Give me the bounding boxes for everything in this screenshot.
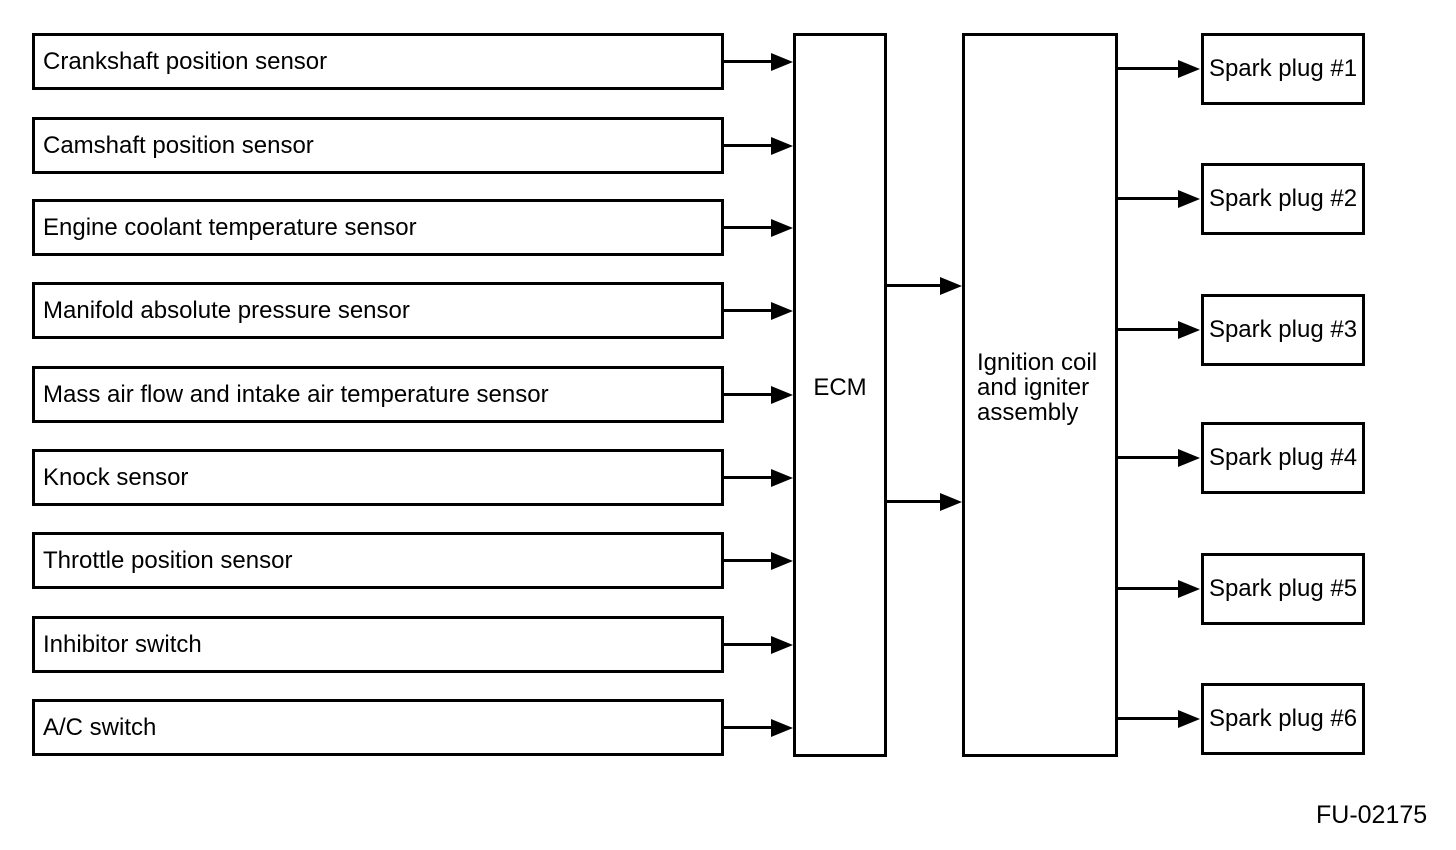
- ignition-assembly-label-line-3: assembly: [977, 398, 1079, 426]
- box-ecm: ECM: [793, 33, 887, 757]
- box-spark-plug-2: Spark plug #2: [1201, 163, 1365, 235]
- arrow-ignition-to-spark-plug-3: [1118, 320, 1200, 339]
- spark-plug-2-label: Spark plug #2: [1208, 185, 1358, 213]
- crankshaft-position-sensor-label: Crankshaft position sensor: [43, 47, 328, 75]
- throttle-position-sensor-label: Throttle position sensor: [43, 546, 293, 574]
- arrow-inhibitor-to-ecm: [724, 635, 793, 654]
- ignition-assembly-label-line-1: Ignition coil: [977, 348, 1098, 376]
- ignition-assembly-label-line-2: and igniter: [977, 373, 1090, 401]
- ignition-assembly-label: Ignition coil and igniter assembly: [977, 350, 1097, 425]
- ecm-label: ECM: [813, 374, 867, 402]
- arrow-throttle-to-ecm: [724, 551, 793, 570]
- ac-switch-label: A/C switch: [43, 713, 157, 741]
- spark-plug-5-label: Spark plug #5: [1208, 575, 1358, 603]
- arrow-ac-switch-to-ecm: [724, 718, 793, 737]
- camshaft-position-sensor-label: Camshaft position sensor: [43, 131, 314, 159]
- arrow-camshaft-to-ecm: [724, 136, 793, 155]
- engine-coolant-temperature-sensor-label: Engine coolant temperature sensor: [43, 213, 417, 241]
- inhibitor-switch-label: Inhibitor switch: [43, 630, 202, 658]
- box-camshaft-position-sensor: Camshaft position sensor: [32, 117, 724, 174]
- spark-plug-4-label: Spark plug #4: [1208, 444, 1358, 472]
- arrow-ignition-to-spark-plug-5: [1118, 579, 1200, 598]
- spark-plug-6-label: Spark plug #6: [1208, 705, 1358, 733]
- arrow-ignition-to-spark-plug-1: [1118, 59, 1200, 78]
- box-spark-plug-3: Spark plug #3: [1201, 294, 1365, 366]
- spark-plug-3-label: Spark plug #3: [1208, 316, 1358, 344]
- arrow-coolant-temp-to-ecm: [724, 218, 793, 237]
- arrow-knock-to-ecm: [724, 468, 793, 487]
- box-mass-air-flow-intake-air-temperature-sensor: Mass air flow and intake air temperature…: [32, 366, 724, 423]
- box-inhibitor-switch: Inhibitor switch: [32, 616, 724, 673]
- arrow-ignition-to-spark-plug-2: [1118, 189, 1200, 208]
- arrow-crankshaft-to-ecm: [724, 52, 793, 71]
- box-manifold-absolute-pressure-sensor: Manifold absolute pressure sensor: [32, 282, 724, 339]
- arrow-map-sensor-to-ecm: [724, 301, 793, 320]
- figure-code-label: FU-02175: [1316, 801, 1428, 829]
- knock-sensor-label: Knock sensor: [43, 463, 189, 491]
- manifold-absolute-pressure-sensor-label: Manifold absolute pressure sensor: [43, 296, 410, 324]
- box-ignition-coil-igniter-assembly: Ignition coil and igniter assembly: [962, 33, 1118, 757]
- box-engine-coolant-temperature-sensor: Engine coolant temperature sensor: [32, 199, 724, 256]
- box-spark-plug-4: Spark plug #4: [1201, 422, 1365, 494]
- box-crankshaft-position-sensor: Crankshaft position sensor: [32, 33, 724, 90]
- box-spark-plug-5: Spark plug #5: [1201, 553, 1365, 625]
- arrow-ecm-to-ignition-assembly-2: [887, 492, 962, 511]
- box-knock-sensor: Knock sensor: [32, 449, 724, 506]
- arrow-maf-iat-to-ecm: [724, 385, 793, 404]
- arrow-ignition-to-spark-plug-4: [1118, 448, 1200, 467]
- arrow-ignition-to-spark-plug-6: [1118, 709, 1200, 728]
- box-spark-plug-1: Spark plug #1: [1201, 33, 1365, 105]
- mass-air-flow-intake-air-temperature-sensor-label: Mass air flow and intake air temperature…: [43, 380, 549, 408]
- box-spark-plug-6: Spark plug #6: [1201, 683, 1365, 755]
- box-throttle-position-sensor: Throttle position sensor: [32, 532, 724, 589]
- arrow-ecm-to-ignition-assembly-1: [887, 276, 962, 295]
- spark-plug-1-label: Spark plug #1: [1208, 55, 1358, 83]
- box-ac-switch: A/C switch: [32, 699, 724, 756]
